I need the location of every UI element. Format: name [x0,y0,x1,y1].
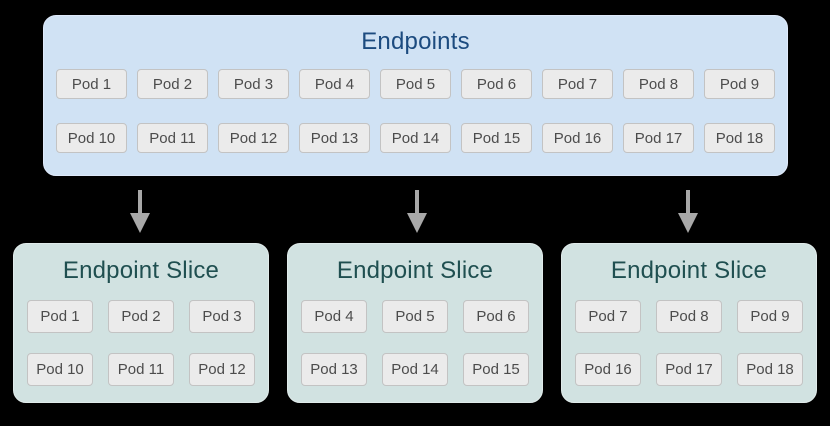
pod-box: Pod 6 [463,300,529,333]
arrow-head-icon [678,213,698,233]
pod-box: Pod 16 [542,123,613,153]
pod-box: Pod 16 [575,353,641,386]
pod-box: Pod 14 [382,353,448,386]
pod-box: Pod 4 [301,300,367,333]
slice-3-pod-row-2: Pod 16 Pod 17 Pod 18 [562,353,816,386]
pod-box: Pod 9 [704,69,775,99]
pod-box: Pod 10 [27,353,93,386]
endpoints-pod-row-2: Pod 10 Pod 11 Pod 12 Pod 13 Pod 14 Pod 15 Pod … [44,123,787,153]
down-arrow-3 [678,190,698,233]
pod-box: Pod 18 [737,353,803,386]
pod-box: Pod 2 [137,69,208,99]
pod-box: Pod 17 [623,123,694,153]
pod-box: Pod 5 [380,69,451,99]
slice-2-pod-row-2: Pod 13 Pod 14 Pod 15 [288,353,542,386]
down-arrow-1 [130,190,150,233]
pod-box: Pod 6 [461,69,532,99]
pod-box: Pod 10 [56,123,127,153]
arrow-stem [415,190,419,213]
pod-box: Pod 15 [463,353,529,386]
pod-box: Pod 15 [461,123,532,153]
pod-box: Pod 2 [108,300,174,333]
slice-1-pod-row-1: Pod 1 Pod 2 Pod 3 [14,300,268,333]
pod-box: Pod 12 [189,353,255,386]
pod-box: Pod 12 [218,123,289,153]
pod-box: Pod 11 [108,353,174,386]
pod-box: Pod 7 [575,300,641,333]
slice-1-pod-row-2: Pod 10 Pod 11 Pod 12 [14,353,268,386]
pod-box: Pod 17 [656,353,722,386]
endpoint-slice-title: Endpoint Slice [610,257,768,284]
pod-box: Pod 3 [189,300,255,333]
arrow-head-icon [130,213,150,233]
pod-box: Pod 5 [382,300,448,333]
pod-box: Pod 18 [704,123,775,153]
down-arrow-2 [407,190,427,233]
endpoints-box: Endpoints Pod 1 Pod 2 Pod 3 Pod 4 Pod 5 Pod 6… [43,15,788,176]
slice-3-pod-row-1: Pod 7 Pod 8 Pod 9 [562,300,816,333]
arrow-stem [138,190,142,213]
pod-box: Pod 13 [301,353,367,386]
arrow-stem [686,190,690,213]
pod-box: Pod 7 [542,69,613,99]
pod-box: Pod 14 [380,123,451,153]
endpoint-slice-title: Endpoint Slice [336,257,494,284]
endpoint-slice-title: Endpoint Slice [62,257,220,284]
pod-box: Pod 9 [737,300,803,333]
endpoints-pod-row-1: Pod 1 Pod 2 Pod 3 Pod 4 Pod 5 Pod 6 Pod 7 Pod 8… [44,69,787,99]
slice-2-pod-row-1: Pod 4 Pod 5 Pod 6 [288,300,542,333]
pod-box: Pod 1 [56,69,127,99]
arrow-head-icon [407,213,427,233]
pod-box: Pod 3 [218,69,289,99]
pod-box: Pod 4 [299,69,370,99]
pod-box: Pod 13 [299,123,370,153]
pod-box: Pod 8 [656,300,722,333]
pod-box: Pod 8 [623,69,694,99]
endpoints-title: Endpoints [361,28,470,55]
pod-box: Pod 1 [27,300,93,333]
pod-box: Pod 11 [137,123,208,153]
